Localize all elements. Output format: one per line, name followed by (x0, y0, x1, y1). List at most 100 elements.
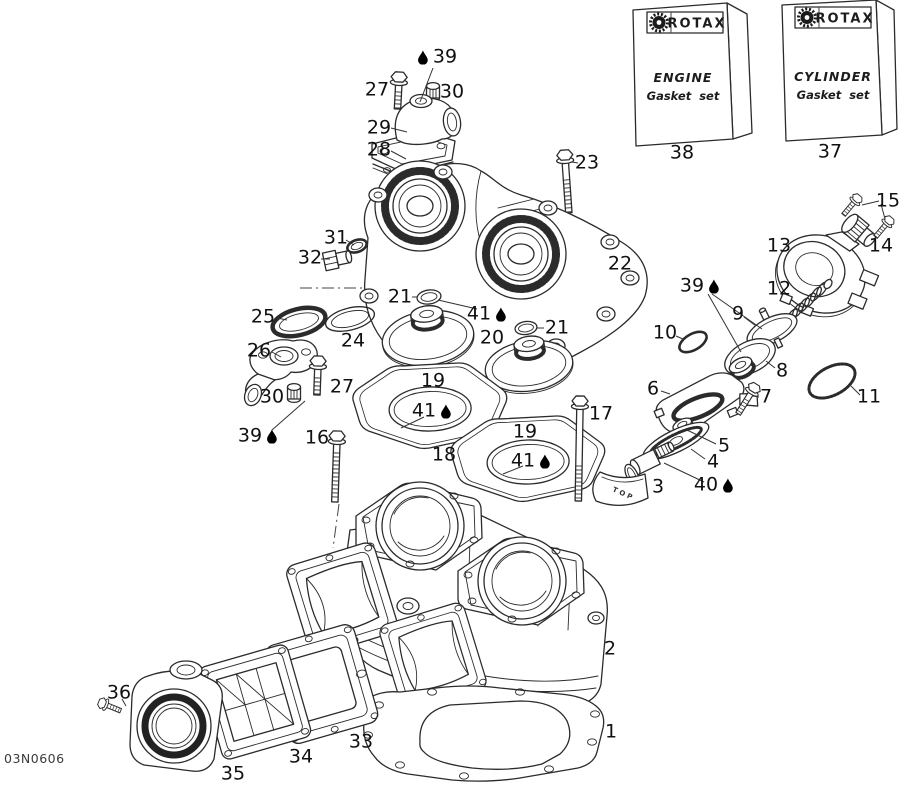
part-number: 20 (479, 326, 505, 349)
part-number: 12 (766, 277, 792, 300)
gear-icon (649, 12, 669, 33)
part-callout-4: 4 (706, 450, 720, 473)
part-callout-30: 30 (260, 387, 284, 407)
part-26-water-elbow (243, 339, 318, 407)
part-34-reed-valve (198, 644, 312, 760)
bolt-23 (556, 149, 575, 214)
part-callout-39: 39 (679, 274, 720, 297)
part-callout-10: 10 (652, 321, 678, 344)
part-20-cover-2 (484, 335, 574, 394)
part-number: 3 (651, 475, 665, 498)
part-callout-34: 34 (289, 747, 313, 767)
part-10-oring (678, 330, 708, 354)
part-number: 1 (604, 720, 618, 743)
part-number: 27 (364, 78, 390, 101)
part-callout-33: 33 (349, 732, 373, 752)
part-callout-39: 39 (417, 45, 458, 68)
part-number: 41 (510, 449, 536, 472)
part-callout-40: 40 (694, 475, 734, 495)
part-number: 25 (250, 305, 276, 328)
part-callout-41: 41 (411, 399, 452, 422)
part-number: 39 (432, 45, 458, 68)
part-callout-27: 27 (329, 375, 355, 398)
part-callout-28: 28 (367, 140, 391, 160)
cylinder-gasket-title: CYLINDER (794, 69, 872, 84)
rotax-brand-text: ROTAX (815, 12, 874, 27)
part-number: 27 (329, 375, 355, 398)
part-callout-29: 29 (367, 118, 391, 138)
part-number: 41 (466, 302, 492, 325)
part-number: 4 (706, 450, 720, 473)
part-number: 31 (323, 226, 349, 249)
part-callout-19: 19 (420, 369, 446, 392)
part-callout-18: 18 (431, 443, 457, 466)
part-callout-26: 26 (247, 341, 271, 361)
part-callout-36: 36 (107, 683, 131, 703)
bolt-17 (570, 395, 590, 502)
part-callout-2: 2 (604, 639, 616, 659)
part-8-valve-seat (724, 338, 776, 380)
part-callout-9: 9 (731, 302, 745, 325)
droplet-icon (440, 404, 452, 419)
part-number: 10 (652, 321, 678, 344)
part-32-plug (321, 249, 353, 272)
part-1-base-gasket (363, 685, 605, 782)
part-number: 39 (679, 274, 705, 297)
part-callout-15: 15 (875, 189, 900, 212)
part-number: 13 (766, 234, 792, 257)
bolt-15-b (873, 215, 895, 239)
part-callout-12: 12 (766, 277, 792, 300)
part-callout-41: 41 (510, 449, 551, 472)
bolt-15-a (841, 193, 863, 217)
part-25-oring (270, 305, 328, 339)
gear-icon (797, 7, 817, 28)
part-number: 30 (439, 80, 465, 103)
rotax-brand-text: ROTAX (667, 17, 726, 32)
part-number: 23 (574, 151, 600, 174)
part-callout-1: 1 (604, 720, 618, 743)
part-callout-5: 5 (717, 434, 731, 457)
part-13-cover (774, 231, 880, 318)
part-number: 19 (512, 420, 538, 443)
part-number: 35 (220, 762, 246, 785)
part-callout-22: 22 (607, 252, 633, 275)
part-callout-16: 16 (305, 428, 329, 448)
leader-lines (121, 67, 886, 707)
bolt-36 (97, 697, 123, 714)
droplet-icon (722, 478, 734, 493)
part-3-thermostat: TOP (592, 441, 675, 506)
part-number: 9 (731, 302, 745, 325)
part-number: 15 (875, 189, 900, 212)
part-11-oring (807, 362, 857, 400)
part-callout-21: 21 (388, 287, 412, 307)
combustion-dome-1 (374, 160, 466, 252)
droplet-icon (417, 50, 429, 65)
part-callout-11: 11 (857, 387, 881, 407)
part-number: 22 (607, 252, 633, 275)
cylinder-gasket-subtitle: Gasket set (797, 88, 870, 102)
part-callout-6: 6 (647, 379, 659, 399)
part-31-oring (346, 238, 368, 254)
part-number: 7 (759, 385, 773, 408)
gasket-set-cylinder-package: ROTAX CYLINDER Gasket set (781, 0, 898, 142)
drawing-code: 03N0606 (4, 751, 65, 766)
part-number: 19 (420, 369, 446, 392)
part-number: 41 (411, 399, 437, 422)
part-number: 18 (431, 443, 457, 466)
part-callout-17: 17 (589, 404, 613, 424)
part-2-cylinder-block (283, 481, 608, 714)
part-callout-8: 8 (776, 361, 788, 381)
part-number: 37 (817, 140, 843, 163)
part-callout-41: 41 (466, 302, 507, 325)
part-callout-39: 39 (238, 426, 278, 446)
engine-gasket-title: ENGINE (654, 70, 713, 85)
part-callout-24: 24 (341, 331, 365, 351)
part-number: 5 (717, 434, 731, 457)
part-callout-32: 32 (298, 248, 322, 268)
part-callout-23: 23 (574, 151, 600, 174)
part-callout-31: 31 (323, 226, 349, 249)
part-callout-38: 38 (670, 143, 694, 163)
part-callout-20: 20 (479, 326, 505, 349)
part-29-water-outlet (371, 93, 462, 172)
